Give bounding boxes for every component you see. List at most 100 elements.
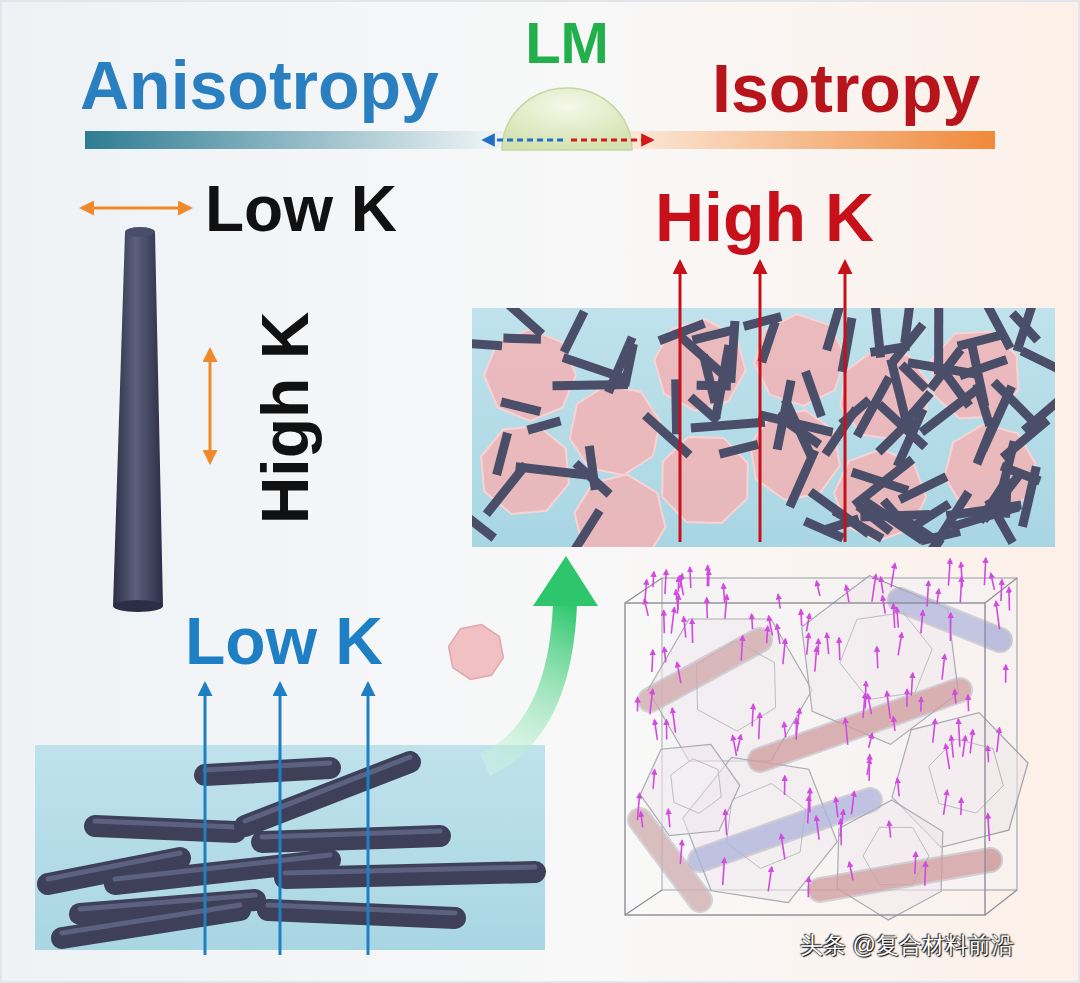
nanorod: [1012, 313, 1037, 340]
double-arrow: [82, 207, 190, 210]
property-label: Low K: [185, 608, 383, 674]
process-arrow: [485, 604, 565, 765]
heat-flow-arrow: [844, 262, 847, 542]
heat-flux-vector: [920, 697, 922, 711]
heat-flux-vector: [1001, 580, 1002, 601]
heat-flux-vector: [723, 858, 725, 885]
nanorod-highlight: [95, 821, 235, 827]
nanorod: [857, 377, 889, 436]
heat-flux-vector: [671, 608, 674, 634]
heat-flux-vector: [725, 810, 726, 835]
heat-flux-vector: [706, 598, 708, 618]
heat-flux-vector: [672, 708, 675, 732]
nanorod: [528, 421, 561, 430]
dashed-arrow: [571, 139, 652, 142]
nanorod: [759, 415, 833, 433]
nanorod: [805, 371, 821, 416]
heat-flux-vector: [737, 735, 741, 752]
heat-flux-vector: [906, 689, 908, 706]
nanorod: [980, 481, 1006, 521]
heat-flux-vector: [808, 796, 809, 824]
nanorod: [921, 389, 977, 432]
box-edge: [985, 890, 1017, 915]
heat-flux-vector: [927, 581, 928, 606]
heat-flux-vector: [967, 695, 969, 711]
heat-flux-vector: [948, 559, 950, 586]
heat-flux-vector: [893, 604, 894, 628]
heat-flux-vector: [808, 877, 810, 897]
heat-flux-vector: [678, 577, 680, 592]
heat-flux-vector: [911, 673, 913, 696]
heat-flux-vector: [955, 690, 956, 704]
heat-flux-vector: [818, 639, 820, 655]
heat-flux-vector: [984, 558, 985, 585]
nanorod: [497, 308, 542, 334]
heat-flux-vector: [815, 647, 817, 672]
axis-label: LM: [525, 14, 609, 72]
nanorod: [1003, 420, 1048, 458]
heat-flux-vector: [881, 577, 884, 593]
heat-flux-vector: [653, 770, 655, 789]
heat-flux-vector: [840, 810, 843, 837]
heat-flux-vector: [921, 611, 923, 634]
nanorod: [692, 330, 735, 340]
heat-flux-vector: [769, 616, 773, 635]
nanorod: [569, 510, 600, 547]
filler-particle: [449, 625, 504, 680]
heat-flux-vector: [838, 638, 840, 660]
heat-flux-vector: [951, 736, 953, 758]
nanorod: [245, 762, 410, 826]
nanorod-highlight: [205, 763, 330, 770]
heat-flux-vector: [891, 563, 895, 587]
heat-flux-vector: [783, 639, 786, 664]
nanorod-highlight: [262, 831, 440, 837]
heat-flux-vector: [733, 735, 737, 756]
heat-flux-vector: [897, 778, 899, 796]
heat-flow-arrow: [204, 684, 207, 955]
heat-flux-vector: [987, 746, 990, 762]
nanorod: [681, 337, 725, 376]
nanorod: [645, 415, 689, 455]
nanorod: [589, 446, 595, 490]
nanorod-cap: [113, 600, 163, 612]
heat-flux-vector: [849, 862, 853, 880]
heat-flow-arrow: [759, 262, 762, 542]
heat-flux-vector: [1008, 587, 1010, 610]
heat-flux-vector: [665, 570, 666, 594]
heat-flux-vector: [836, 797, 838, 817]
nanorod: [503, 338, 541, 339]
composite-fillers: [472, 308, 1055, 547]
heat-flux-vector: [996, 601, 1000, 629]
heat-flux-vector: [752, 704, 753, 726]
heat-flux-vector: [960, 798, 962, 815]
heat-flux-vector: [827, 633, 829, 654]
nanorod: [472, 342, 502, 345]
heat-flux-vector: [664, 647, 666, 662]
heat-flux-vector: [741, 636, 742, 661]
heat-flux-vector: [924, 862, 926, 886]
nanorod: [62, 910, 240, 938]
heat-flux-vector: [666, 720, 668, 740]
nanorod: [690, 397, 717, 421]
nanorod: [486, 465, 526, 515]
heat-flux-vector: [991, 573, 995, 590]
heat-flow-arrow: [367, 684, 370, 955]
nanorod-cap: [125, 227, 155, 237]
heat-flux-vector: [652, 650, 653, 672]
nanorod: [870, 346, 909, 352]
heat-flux-vector: [708, 570, 710, 586]
heat-flux-vector: [944, 790, 948, 815]
heat-flux-vector: [914, 852, 917, 874]
heat-flux-vector: [867, 759, 870, 775]
heat-flux-vector: [777, 624, 780, 644]
nanorod: [852, 472, 908, 490]
box-edge: [625, 890, 662, 915]
heat-flux-vector: [689, 567, 692, 588]
heat-flux-vector: [889, 821, 891, 838]
heat-flux-vector: [933, 719, 936, 742]
watermark: 头条 @复合材料前沿: [800, 934, 1014, 957]
heat-flux-vector: [997, 728, 1000, 752]
